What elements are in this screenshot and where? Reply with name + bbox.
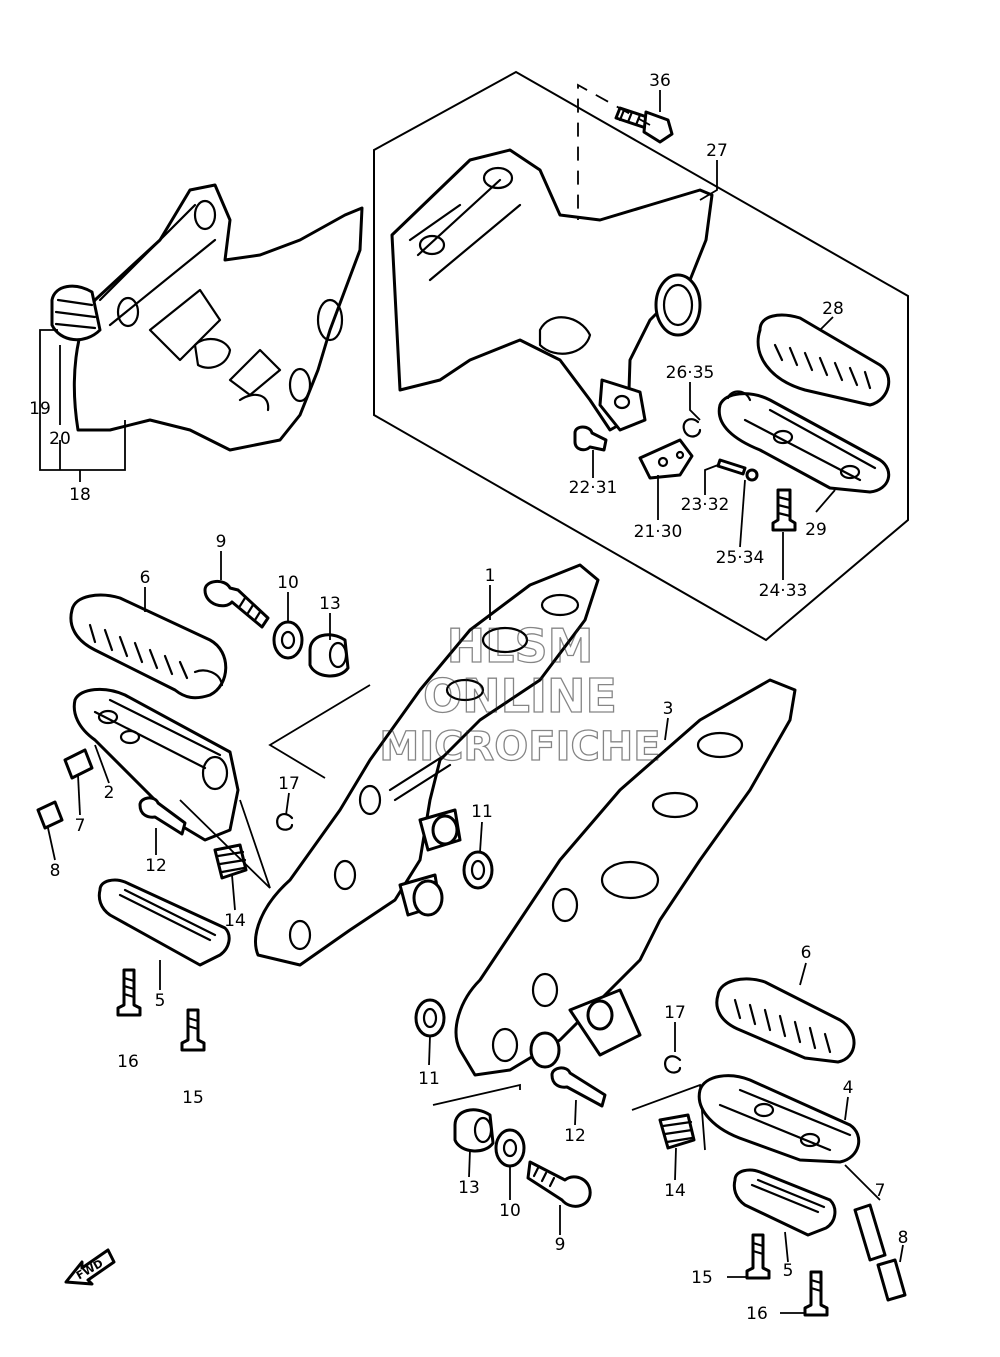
pin-12-left (138, 796, 187, 836)
cap-8-right (876, 1258, 907, 1302)
footpeg-rubber-6-right (715, 977, 856, 1064)
watermark-line-3: MICROFICHE (379, 724, 660, 770)
callout-21-30: 21·30 (634, 522, 683, 542)
callout-15-left: 15 (182, 1088, 204, 1108)
callout-26-35: 26·35 (666, 363, 715, 383)
callout-18: 18 (69, 485, 91, 505)
bolt-36 (614, 106, 674, 144)
pin-12-right (550, 1066, 607, 1108)
washer-11-left (462, 850, 494, 890)
callout-13-right: 13 (458, 1178, 480, 1198)
callout-5-right: 5 (783, 1261, 794, 1281)
e-clip-26 (682, 418, 702, 438)
footpeg-4-right (697, 1074, 861, 1164)
callout-15-right: 15 (691, 1268, 713, 1288)
callout-11-left: 11 (471, 802, 493, 822)
callout-12-left: 12 (145, 856, 167, 876)
callout-20: 20 (49, 429, 71, 449)
bolt-9-left (203, 580, 270, 629)
callout-7-left: 7 (75, 816, 86, 836)
callout-36: 36 (649, 71, 671, 91)
forward-arrow-icon (64, 1248, 116, 1286)
callout-17-right: 17 (664, 1003, 686, 1023)
bolt-15-left (180, 1008, 206, 1052)
callout-27: 27 (706, 141, 728, 161)
sub-assembly-box (373, 70, 909, 642)
callout-12-right: 12 (564, 1126, 586, 1146)
callout-4: 4 (843, 1078, 854, 1098)
callout-5-left: 5 (155, 991, 166, 1011)
bolt-9-right (526, 1160, 592, 1208)
watermark: HLSM ONLINE MICROFICHE (379, 618, 662, 770)
callout-7-right: 7 (875, 1181, 886, 1201)
callout-8-left: 8 (50, 861, 61, 881)
callout-3: 3 (663, 699, 674, 719)
cap-7-left (63, 748, 94, 780)
callout-17-left: 17 (278, 774, 300, 794)
callout-10-left: 10 (277, 573, 299, 593)
slider-5-right (732, 1168, 837, 1237)
bolt-24 (771, 488, 797, 532)
footpeg-29 (717, 390, 891, 494)
callout-14-right: 14 (664, 1181, 686, 1201)
callout-16-left: 16 (117, 1052, 139, 1072)
callout-25-34: 25·34 (716, 548, 765, 568)
callout-22-31: 22·31 (569, 478, 618, 498)
callout-9-left: 9 (216, 532, 227, 552)
cap-7-right (853, 1203, 887, 1262)
bolt-16-left (116, 968, 142, 1017)
washer-10-right (494, 1128, 526, 1168)
leader-dashed-36 (577, 83, 651, 220)
bolt-16-right (803, 1270, 829, 1317)
ball-25 (745, 468, 759, 482)
callout-6-left: 6 (140, 568, 151, 588)
e-clip-17-right (664, 1055, 682, 1074)
bracket-3 (454, 678, 797, 1077)
spring-23 (716, 458, 747, 476)
pin-22 (573, 425, 608, 452)
bracket-27 (390, 148, 714, 432)
footpeg-rubber-28 (756, 313, 891, 407)
footpeg-rubber-6-left (69, 593, 228, 700)
bracket-1 (254, 563, 600, 967)
callout-2: 2 (104, 783, 115, 803)
callout-9-right: 9 (555, 1235, 566, 1255)
callout-28: 28 (822, 299, 844, 319)
footpeg-2-left (72, 687, 240, 842)
callout-6-right: 6 (801, 943, 812, 963)
e-clip-17-left (276, 813, 294, 831)
callout-11-right: 11 (418, 1069, 440, 1089)
callout-1: 1 (485, 566, 496, 586)
cap-8-left (36, 800, 64, 830)
washer-10-left (272, 620, 304, 660)
callout-24-33: 24·33 (759, 581, 808, 601)
callout-19: 19 (29, 399, 51, 419)
washer-11-right (414, 998, 446, 1038)
callout-16-right: 16 (746, 1304, 768, 1324)
watermark-line-1: HLSM (447, 619, 594, 673)
bolt-15-right (745, 1233, 771, 1280)
leader-lines (39, 90, 904, 1314)
callout-14-left: 14 (224, 911, 246, 931)
rear-bracket-assembly (50, 183, 364, 452)
callout-labels: 36 27 28 26·35 22·31 23·32 29 21·30 25·3… (29, 71, 908, 1324)
callout-23-32: 23·32 (681, 495, 730, 515)
watermark-line-2: ONLINE (423, 669, 617, 723)
callout-29: 29 (805, 520, 827, 540)
fwd-marker: FWD (64, 1248, 116, 1286)
callout-10-right: 10 (499, 1201, 521, 1221)
callout-13-left: 13 (319, 594, 341, 614)
callout-8-right: 8 (898, 1228, 909, 1248)
slider-5-left (97, 878, 231, 967)
